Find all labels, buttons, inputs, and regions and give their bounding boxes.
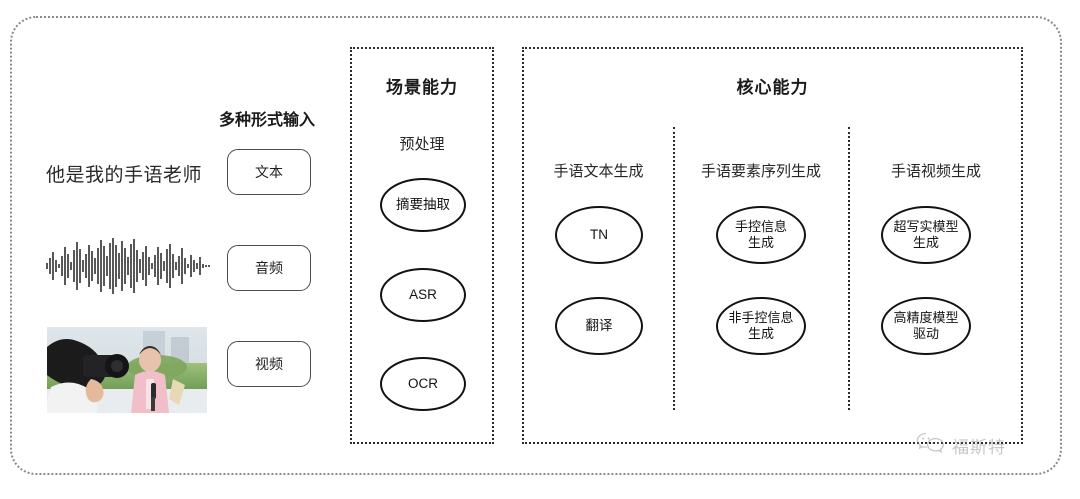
input-box-audio[interactable]: 音频 — [227, 245, 311, 291]
input-box-text[interactable]: 文本 — [227, 149, 311, 195]
scene-capability-panel: 场景能力 — [350, 47, 494, 444]
node-high-precision-model-driving-label: 高精度模型 驱动 — [893, 309, 959, 341]
node-summary-extraction[interactable]: 摘要抽取 — [380, 178, 466, 232]
node-translation[interactable]: 翻译 — [555, 297, 643, 355]
core-column-heading-sign-text: 手语文本生成 — [553, 163, 644, 180]
input-box-text-label: 文本 — [255, 164, 283, 180]
outer-dotted-frame — [10, 16, 1062, 475]
core-column-divider-1 — [673, 127, 675, 410]
input-section-header: 多种形式输入 — [219, 112, 316, 129]
node-high-precision-model-driving[interactable]: 高精度模型 驱动 — [881, 297, 971, 355]
core-capability-title: 核心能力 — [736, 78, 809, 97]
node-manual-info-generation[interactable]: 手控信息 生成 — [716, 206, 806, 264]
node-tn[interactable]: TN — [555, 206, 643, 264]
wechat-bubble-icon — [916, 431, 946, 460]
node-photoreal-model-generation-label: 超写实模型 生成 — [893, 218, 959, 250]
node-photoreal-model-generation[interactable]: 超写实模型 生成 — [881, 206, 971, 264]
core-capability-panel: 核心能力 — [522, 47, 1023, 444]
watermark-text: 福斯特 — [952, 438, 1006, 457]
sample-sentence-text: 他是我的手语老师 — [46, 165, 203, 186]
node-non-manual-info-generation[interactable]: 非手控信息 生成 — [716, 297, 806, 355]
scene-capability-title: 场景能力 — [386, 78, 458, 97]
input-box-video-label: 视频 — [255, 356, 283, 372]
node-asr[interactable]: ASR — [380, 268, 466, 322]
input-box-audio-label: 音频 — [255, 260, 283, 276]
node-ocr[interactable]: OCR — [380, 357, 466, 411]
node-manual-info-generation-label: 手控信息 生成 — [734, 218, 787, 250]
node-asr-label: ASR — [409, 286, 437, 302]
node-translation-label: 翻译 — [585, 317, 613, 333]
node-non-manual-info-generation-label: 非手控信息 生成 — [728, 309, 794, 341]
watermark: 福斯特 — [916, 431, 1006, 460]
scene-group-heading-preprocess: 预处理 — [399, 136, 445, 153]
core-column-heading-sign-element-seq: 手语要素序列生成 — [700, 163, 821, 180]
core-column-heading-sign-video: 手语视频生成 — [890, 163, 981, 180]
input-box-video[interactable]: 视频 — [227, 341, 311, 387]
core-column-divider-2 — [848, 127, 850, 410]
node-summary-extraction-label: 摘要抽取 — [396, 196, 450, 212]
video-thumbnail — [47, 327, 207, 413]
audio-waveform-icon — [42, 236, 214, 296]
node-ocr-label: OCR — [408, 375, 438, 391]
node-tn-label: TN — [590, 226, 608, 242]
